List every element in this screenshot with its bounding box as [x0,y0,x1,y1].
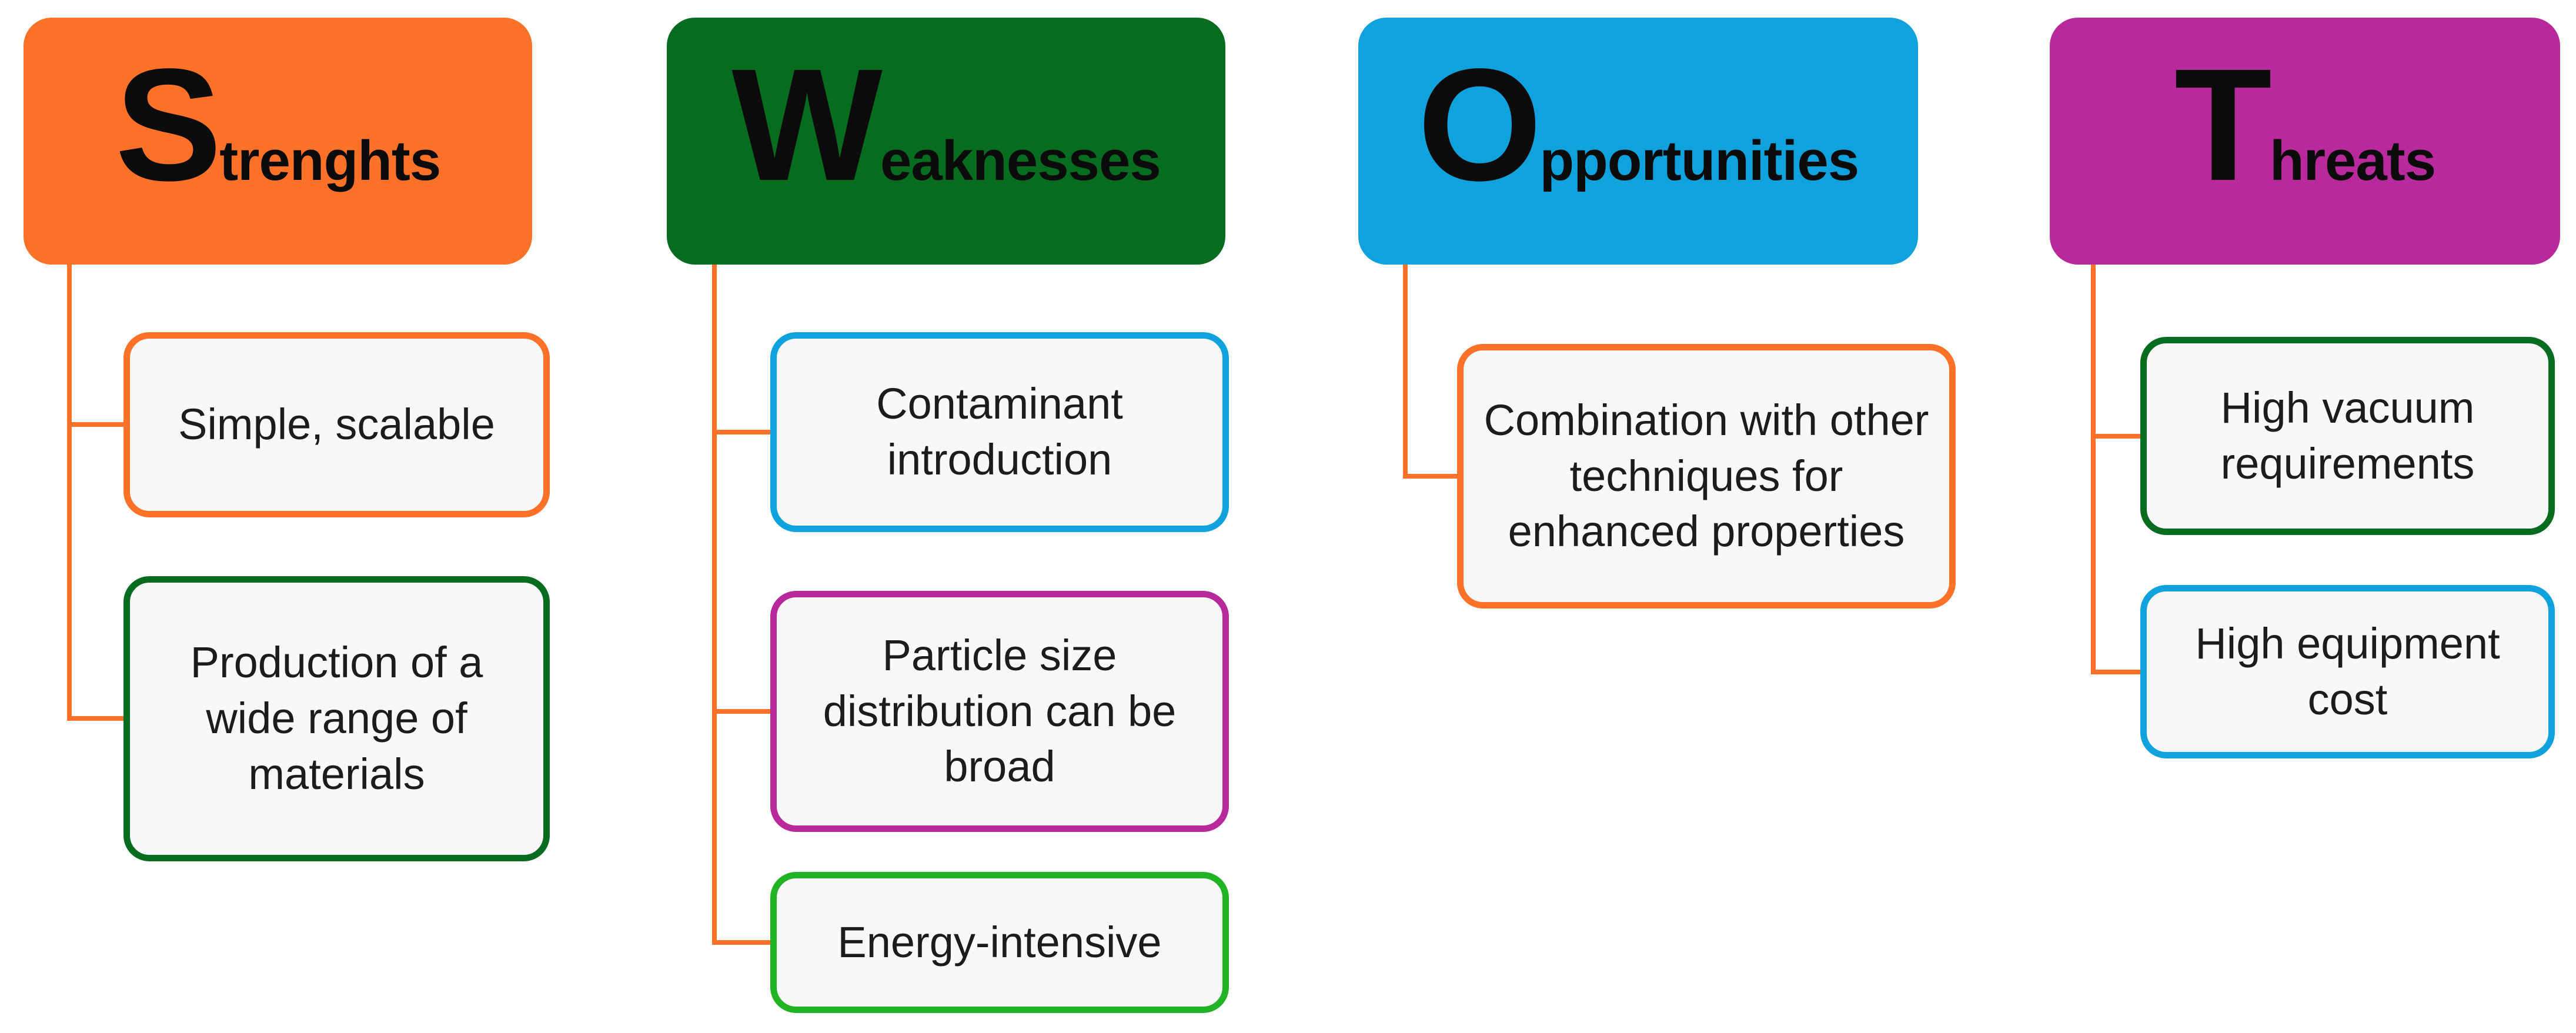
opportunities-header-suffix: pportunities [1539,129,1859,192]
weaknesses-connector-trunk [712,265,717,945]
strengths-header-suffix: trenghts [219,129,441,192]
strengths-connector-branch [67,716,123,721]
threats-item-label: High equipment cost [2195,619,2500,724]
strengths-connector-branch [67,422,123,427]
threats-connector-trunk [2091,265,2096,674]
opportunities-connector-branch [1403,474,1457,479]
strengths-item-box: Simple, scalable [123,332,550,517]
threats-initial-letter: T [2174,35,2272,214]
opportunities-initial-letter: O [1417,35,1542,214]
weaknesses-item-box: Particle size distribution can be broad [770,591,1229,832]
strengths-item-label: Production of a wide range of materials [190,638,483,798]
strengths-connector-trunk [67,265,72,721]
threats-item-box: High vacuum requirements [2140,337,2555,535]
weaknesses-item-box: Energy-intensive [770,872,1229,1013]
weaknesses-connector-branch [712,940,770,945]
weaknesses-item-label: Energy-intensive [837,917,1162,967]
weaknesses-item-label: Contaminant introduction [876,379,1123,484]
weaknesses-item-box: Contaminant introduction [770,332,1229,532]
strengths-initial-letter: S [115,35,222,214]
strengths-item-label: Simple, scalable [178,400,495,449]
weaknesses-connector-branch [712,430,770,434]
strengths-item-box: Production of a wide range of materials [123,576,550,861]
threats-item-box: High equipment cost [2140,585,2555,758]
opportunities-item-box: Combination with other techniques for en… [1457,344,1956,609]
weaknesses-initial-letter: W [731,35,883,214]
threats-connector-branch [2091,670,2140,674]
weaknesses-connector-branch [712,709,770,714]
threats-header-suffix: hreats [2270,129,2436,192]
threats-item-label: High vacuum requirements [2220,383,2475,488]
opportunities-connector-trunk [1403,265,1408,479]
threats-connector-branch [2091,434,2140,439]
weaknesses-header-suffix: eaknesses [880,129,1161,192]
opportunities-item-label: Combination with other techniques for en… [1484,395,1929,556]
weaknesses-item-label: Particle size distribution can be broad [823,630,1177,791]
